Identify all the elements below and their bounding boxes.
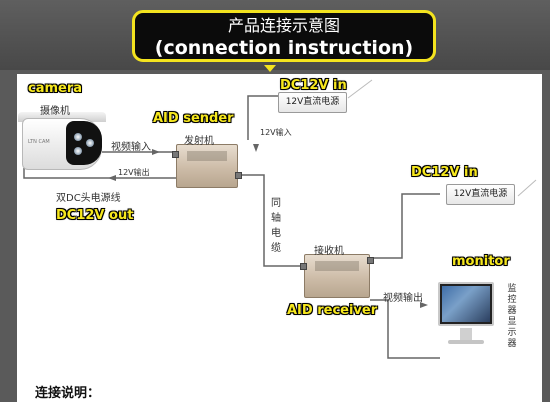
diagram-panel: [17, 74, 542, 402]
label-dc-in-right: DC12V in: [411, 165, 478, 180]
receiver-plug: [367, 257, 374, 264]
receiver-device: [300, 254, 374, 298]
wire-sender-to-camera-power: [23, 168, 176, 179]
title-english: (connection instruction): [154, 37, 414, 59]
label-receiver-cn: 接收机: [314, 246, 344, 257]
label-sender-cn: 发射机: [184, 136, 214, 147]
arrow-video-output: [420, 302, 428, 308]
wire-coax: [238, 174, 304, 267]
receiver-plug: [300, 263, 307, 270]
title-chinese: 产品连接示意图: [227, 16, 340, 35]
monitor-screen: [442, 286, 490, 322]
camera-hood: [18, 112, 106, 122]
label-video-input: 视频输入: [111, 142, 151, 153]
camera-brand: LTN CAM: [28, 139, 50, 145]
camera-ir-led: [74, 147, 82, 155]
receiver-plate: [315, 261, 359, 271]
sender-plate: [187, 151, 227, 161]
label-12v-input: 12V输入: [260, 128, 292, 137]
sender-plug: [172, 151, 179, 158]
label-camera-cn: 摄像机: [40, 106, 70, 117]
psu-top: 12V直流电源: [278, 92, 347, 113]
title-box: 产品连接示意图 (connection instruction): [132, 10, 436, 62]
camera-ir-led: [86, 139, 94, 147]
connection-notes-heading: 连接说明：: [35, 386, 101, 401]
label-dual-dc-cable: 双DC头电源线: [56, 193, 121, 204]
monitor-base: [448, 340, 484, 344]
psu-right: 12V直流电源: [446, 184, 515, 205]
wire-receiver-to-monitor: [370, 299, 440, 359]
label-dc-out: DC12V out: [56, 208, 134, 223]
arrow-12v-input: [253, 144, 259, 152]
label-coax-cable: 同轴电缆: [271, 198, 281, 254]
label-aid-receiver: AID receiver: [287, 303, 378, 318]
arrow-video-input: [152, 149, 160, 155]
label-dc-in-top: DC12V in: [280, 78, 347, 93]
wire-psu-right-to-receiver: [370, 193, 440, 259]
wire-psu-right-mains: [517, 179, 537, 197]
label-12v-output: 12V输出: [118, 168, 150, 177]
camera-ir-led: [74, 133, 82, 141]
camera-lens: [66, 121, 102, 165]
arrow-12v-output: [108, 175, 116, 181]
sender-device: [172, 144, 242, 188]
label-aid-sender: AID sender: [153, 111, 234, 126]
monitor-icon: [438, 282, 494, 326]
wire-psu-top-to-sender: [247, 95, 278, 140]
label-video-output: 视频输出: [383, 293, 423, 304]
monitor-stand: [460, 328, 472, 340]
label-monitor-cn: 监控器显示器: [507, 284, 517, 349]
wire-psu-top-mains: [347, 79, 373, 99]
label-monitor: monitor: [452, 254, 510, 269]
label-camera: camera: [28, 81, 83, 96]
title-pointer: [264, 65, 276, 72]
sender-plug: [235, 172, 242, 179]
